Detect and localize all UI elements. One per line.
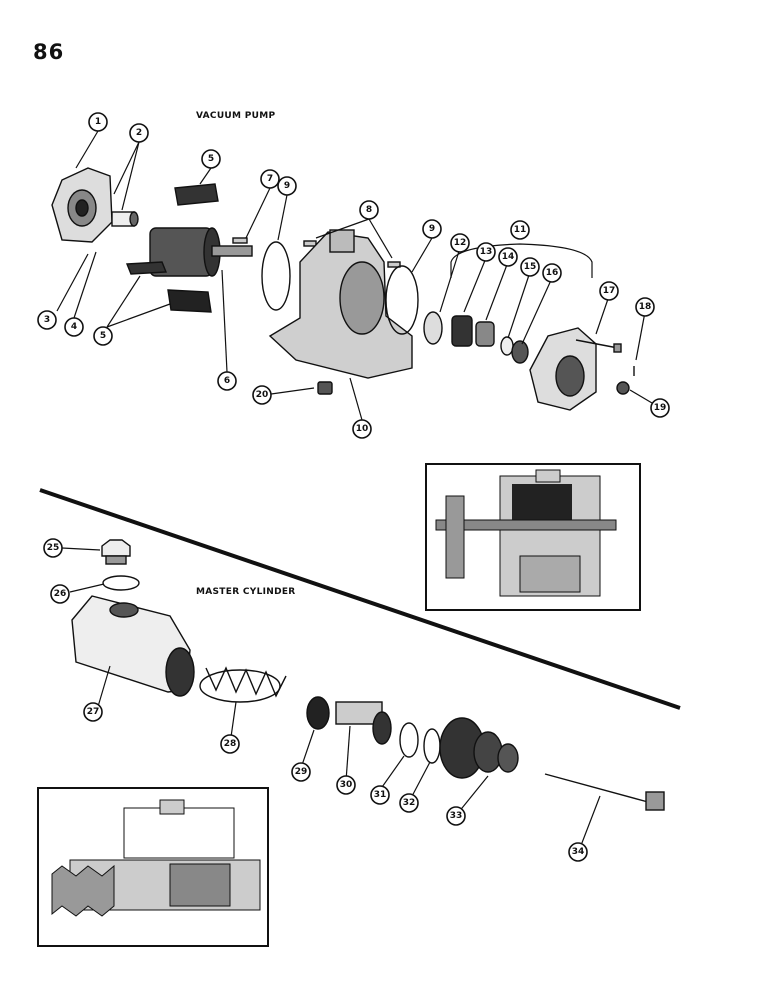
svg-text:33: 33: [450, 811, 463, 821]
boot: [439, 717, 519, 779]
gasket-right: [385, 265, 419, 335]
callout-5-top: 5: [201, 149, 221, 169]
callout-27: 27: [83, 702, 103, 722]
callout-31: 31: [370, 785, 390, 805]
svg-text:16: 16: [546, 268, 559, 278]
master-cylinder-label: MASTER CYLINDER: [196, 587, 296, 597]
svg-text:11: 11: [514, 225, 527, 235]
rotor: [149, 227, 253, 277]
gasket-left: [261, 241, 291, 311]
cylinder-cutaway-inset: [37, 787, 269, 947]
pump-rear-cover: [529, 327, 597, 411]
cylinder-body: [71, 595, 195, 697]
callout-11: 11: [510, 220, 530, 240]
svg-text:5: 5: [100, 331, 106, 341]
svg-text:12: 12: [454, 238, 467, 248]
callout-19: 19: [650, 398, 670, 418]
callout-8: 8: [359, 200, 379, 220]
svg-text:19: 19: [654, 403, 667, 413]
stop-washer: [399, 722, 419, 758]
callout-34: 34: [568, 842, 588, 862]
callout-16: 16: [542, 263, 562, 283]
pump-end-cover: [51, 167, 113, 243]
callout-13: 13: [476, 242, 496, 262]
callout-26: 26: [50, 584, 70, 604]
callout-7: 7: [260, 169, 280, 189]
svg-text:27: 27: [87, 707, 100, 717]
callout-29: 29: [291, 762, 311, 782]
svg-text:9: 9: [429, 224, 435, 234]
svg-text:4: 4: [71, 322, 77, 332]
svg-text:3: 3: [44, 315, 50, 325]
callout-32: 32: [399, 793, 419, 813]
callout-15: 15: [520, 257, 540, 277]
callout-1: 1: [88, 112, 108, 132]
plug: [317, 381, 333, 395]
callout-3: 3: [37, 310, 57, 330]
lock-washer-and-nut: [616, 366, 635, 395]
plug-gasket: [102, 575, 140, 591]
callout-9-right: 9: [422, 219, 442, 239]
callout-6: 6: [217, 371, 237, 391]
callout-4: 4: [64, 317, 84, 337]
callout-14: 14: [498, 247, 518, 267]
cover-bolt: [575, 339, 622, 353]
key: [232, 237, 248, 244]
svg-text:18: 18: [639, 302, 652, 312]
svg-text:26: 26: [54, 589, 67, 599]
callout-2: 2: [129, 123, 149, 143]
callout-20: 20: [252, 385, 272, 405]
piston: [335, 701, 392, 745]
svg-text:31: 31: [374, 790, 387, 800]
callout-9-left: 9: [277, 176, 297, 196]
push-rod: [544, 773, 665, 811]
pump-cutaway-inset: [425, 463, 641, 611]
lock-wire: [423, 728, 441, 764]
svg-text:17: 17: [603, 286, 616, 296]
svg-text:8: 8: [366, 205, 372, 215]
return-spring: [199, 666, 287, 703]
bearing-set: [423, 311, 529, 364]
vacuum-pump-label: VACUUM PUMP: [196, 111, 276, 121]
callout-17: 17: [599, 281, 619, 301]
page-number: 86: [33, 40, 65, 64]
svg-text:2: 2: [136, 128, 142, 138]
svg-text:25: 25: [47, 543, 60, 553]
primary-cup: [306, 696, 330, 730]
svg-text:28: 28: [224, 739, 237, 749]
svg-text:7: 7: [267, 174, 273, 184]
svg-text:15: 15: [524, 262, 537, 272]
callout-10: 10: [352, 419, 372, 439]
callout-28: 28: [220, 734, 240, 754]
svg-text:30: 30: [340, 780, 353, 790]
svg-text:10: 10: [356, 424, 369, 434]
filler-plug: [101, 539, 131, 565]
pump-body: [268, 229, 413, 379]
svg-text:20: 20: [256, 390, 269, 400]
svg-text:34: 34: [572, 847, 585, 857]
svg-text:5: 5: [208, 154, 214, 164]
svg-text:9: 9: [284, 181, 290, 191]
svg-text:29: 29: [295, 767, 308, 777]
svg-text:14: 14: [502, 252, 515, 262]
callout-18: 18: [635, 297, 655, 317]
callout-5-bottom: 5: [93, 326, 113, 346]
callout-25: 25: [43, 538, 63, 558]
bushing: [111, 211, 139, 227]
callout-30: 30: [336, 775, 356, 795]
section-divider: [39, 488, 681, 710]
svg-text:13: 13: [480, 247, 493, 257]
dowel-pins: [303, 240, 401, 268]
callout-33: 33: [446, 806, 466, 826]
svg-text:32: 32: [403, 798, 416, 808]
vanes: [125, 183, 219, 313]
svg-text:1: 1: [95, 117, 101, 127]
callout-12: 12: [450, 233, 470, 253]
svg-text:6: 6: [224, 376, 230, 386]
leader-lines: [56, 130, 653, 849]
